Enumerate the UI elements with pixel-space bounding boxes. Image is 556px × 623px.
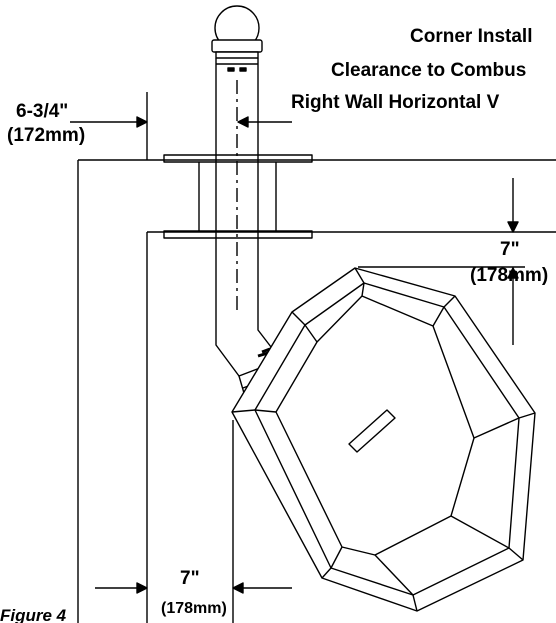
stove-handle [348, 409, 396, 453]
title-line-2: Clearance to Combus [331, 60, 526, 81]
dimension-right-value: 7" [500, 239, 520, 260]
dimension-left-value: 6-3/4" [16, 101, 68, 122]
dimension-bottom-value: 7" [180, 568, 200, 589]
stove-outline [231, 267, 536, 612]
clearance-markers [70, 92, 525, 623]
figure-label: Figure 4 [0, 606, 67, 623]
dimension-bottom-metric: (178mm) [161, 600, 227, 617]
vent-termination-cap [211, 5, 263, 59]
dimension-right-metric: (178mm) [470, 265, 548, 286]
wall-outline [77, 159, 556, 623]
title-line-1: Corner Install [410, 26, 532, 47]
dimension-left-metric: (172mm) [7, 125, 85, 146]
stove-hinge-lines [231, 267, 536, 612]
wall-thimble [163, 154, 313, 239]
title-line-3: Right Wall Horizontal V [291, 92, 500, 113]
